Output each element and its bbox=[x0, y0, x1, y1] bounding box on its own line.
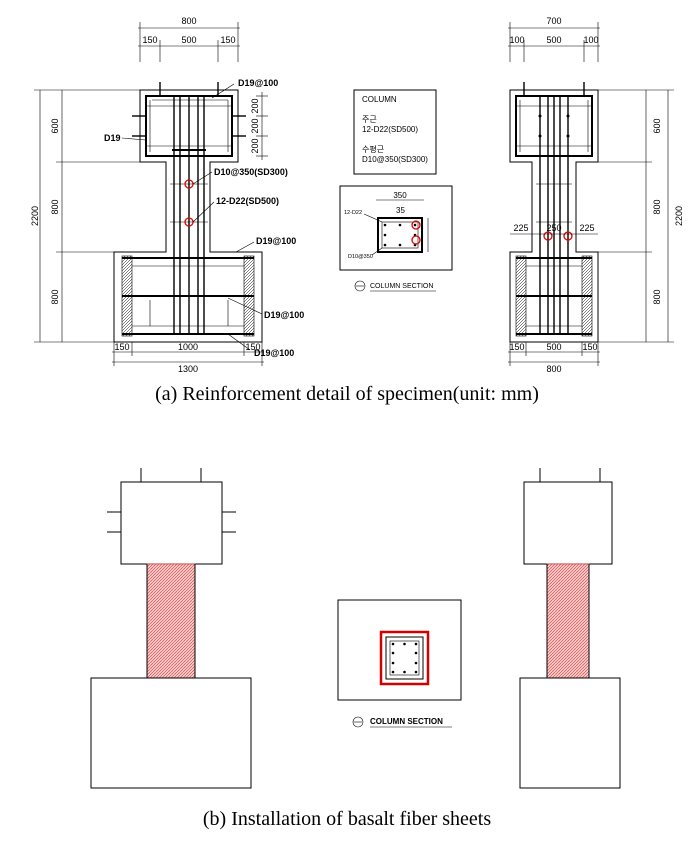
label-d19-mid: D19@100 bbox=[256, 236, 296, 246]
front-inner-200c: 200 bbox=[250, 138, 260, 153]
label-d19-bot: D19@100 bbox=[254, 348, 294, 358]
front-labels: D19@100 D19 D10@350(SD300) 12-D22(SD500)… bbox=[104, 78, 304, 358]
section-main: 12-D22 bbox=[344, 210, 362, 216]
caption-b: (b) Installation of basalt fiber sheets bbox=[203, 808, 491, 830]
legend-main-val: 12-D22(SD500) bbox=[362, 125, 418, 134]
section-b-title: COLUMN SECTION bbox=[370, 717, 443, 726]
legend-title: COLUMN bbox=[362, 95, 397, 104]
front-top-mid: 500 bbox=[181, 35, 196, 45]
front-left-top: 600 bbox=[50, 118, 60, 133]
section-a-bars bbox=[383, 223, 417, 247]
label-main-bar: 12-D22(SD500) bbox=[216, 196, 279, 206]
side-right-dimensions: 600 800 800 2200 bbox=[598, 89, 684, 343]
fiber-sheet-front bbox=[146, 563, 196, 679]
legend-tie-kor: 수평근 bbox=[362, 144, 384, 154]
side-bot-mid: 500 bbox=[546, 342, 561, 352]
front-bot-total: 1300 bbox=[178, 364, 198, 374]
column-legend: COLUMN 주근 12-D22(SD500) 수평근 D10@350(SD30… bbox=[353, 89, 437, 175]
front-top-dimensions: 800 150 500 150 bbox=[138, 16, 240, 62]
front-inner-200b: 200 bbox=[250, 118, 260, 133]
section-b-bars bbox=[391, 642, 418, 674]
side-bot-total: 800 bbox=[546, 364, 561, 374]
side-top-total: 700 bbox=[546, 16, 561, 26]
side-base-rebar bbox=[515, 255, 593, 337]
front-top-right: 150 bbox=[220, 35, 235, 45]
side-top-right: 100 bbox=[583, 35, 598, 45]
section-tie: D10@350 bbox=[348, 254, 373, 260]
legend-main-kor: 주근 bbox=[362, 115, 377, 124]
fiber-front-elevation bbox=[90, 468, 252, 789]
side-right-top: 600 bbox=[652, 118, 662, 133]
section-cover: 35 bbox=[396, 206, 405, 215]
front-left-bot: 800 bbox=[50, 289, 60, 304]
label-tie: D10@350(SD300) bbox=[214, 167, 288, 177]
fiber-side-elevation bbox=[519, 468, 621, 789]
fiber-sheet-side bbox=[546, 563, 590, 679]
column-section-a: 350 35 12-D22 D10@350 COLUMN SECTION bbox=[339, 185, 453, 292]
legend-tie-val: D10@350(SD300) bbox=[362, 155, 428, 164]
caption-a: (a) Reinforcement detail of specimen(uni… bbox=[155, 383, 539, 405]
side-bottom-dimensions: 150 500 150 800 bbox=[508, 342, 600, 374]
front-base-rebar bbox=[121, 255, 255, 337]
front-bot-right: 150 bbox=[245, 342, 260, 352]
side-right-mid: 800 bbox=[652, 199, 662, 214]
front-top-total: 800 bbox=[181, 16, 196, 26]
section-dim: 350 bbox=[393, 191, 407, 200]
front-bot-mid: 1000 bbox=[178, 342, 198, 352]
label-d19-left: D19 bbox=[104, 133, 121, 143]
side-elevation: 700 100 500 100 bbox=[508, 16, 684, 374]
side-right-total: 2200 bbox=[674, 206, 684, 226]
front-left-total: 2200 bbox=[30, 206, 40, 226]
front-elevation: 800 150 500 150 bbox=[30, 16, 304, 374]
side-bot-left: 150 bbox=[509, 342, 524, 352]
side-right-bot: 800 bbox=[652, 289, 662, 304]
side-bot-right: 150 bbox=[582, 342, 597, 352]
section-a-title: COLUMN SECTION bbox=[370, 283, 433, 290]
fiber-wrap-section bbox=[379, 630, 430, 686]
label-d19-top: D19@100 bbox=[238, 78, 278, 88]
front-top-left: 150 bbox=[142, 35, 157, 45]
column-section-b: COLUMN SECTION bbox=[337, 599, 462, 728]
front-left-mid: 800 bbox=[50, 199, 60, 214]
side-mid-dimensions: 225 250 225 bbox=[510, 223, 598, 235]
label-d19-low: D19@100 bbox=[264, 310, 304, 320]
front-inner-dimensions: 200 200 200 bbox=[250, 92, 268, 160]
front-column-rebar bbox=[170, 96, 208, 334]
side-top-dimensions: 700 100 500 100 bbox=[508, 16, 600, 62]
front-bottom-dimensions: 150 1000 150 1300 bbox=[112, 342, 264, 374]
front-inner-200a: 200 bbox=[250, 98, 260, 113]
side-mid-mid: 250 bbox=[546, 223, 561, 233]
front-left-dimensions: 2200 600 800 800 bbox=[30, 89, 140, 343]
side-mid-left: 225 bbox=[513, 223, 528, 233]
front-top-block-rebar bbox=[132, 82, 246, 157]
side-column-rebar bbox=[536, 96, 573, 334]
side-top-mid: 500 bbox=[546, 35, 561, 45]
front-outline bbox=[113, 89, 263, 343]
front-bot-left: 150 bbox=[114, 342, 129, 352]
side-top-left: 100 bbox=[509, 35, 524, 45]
side-mid-right: 225 bbox=[579, 223, 594, 233]
